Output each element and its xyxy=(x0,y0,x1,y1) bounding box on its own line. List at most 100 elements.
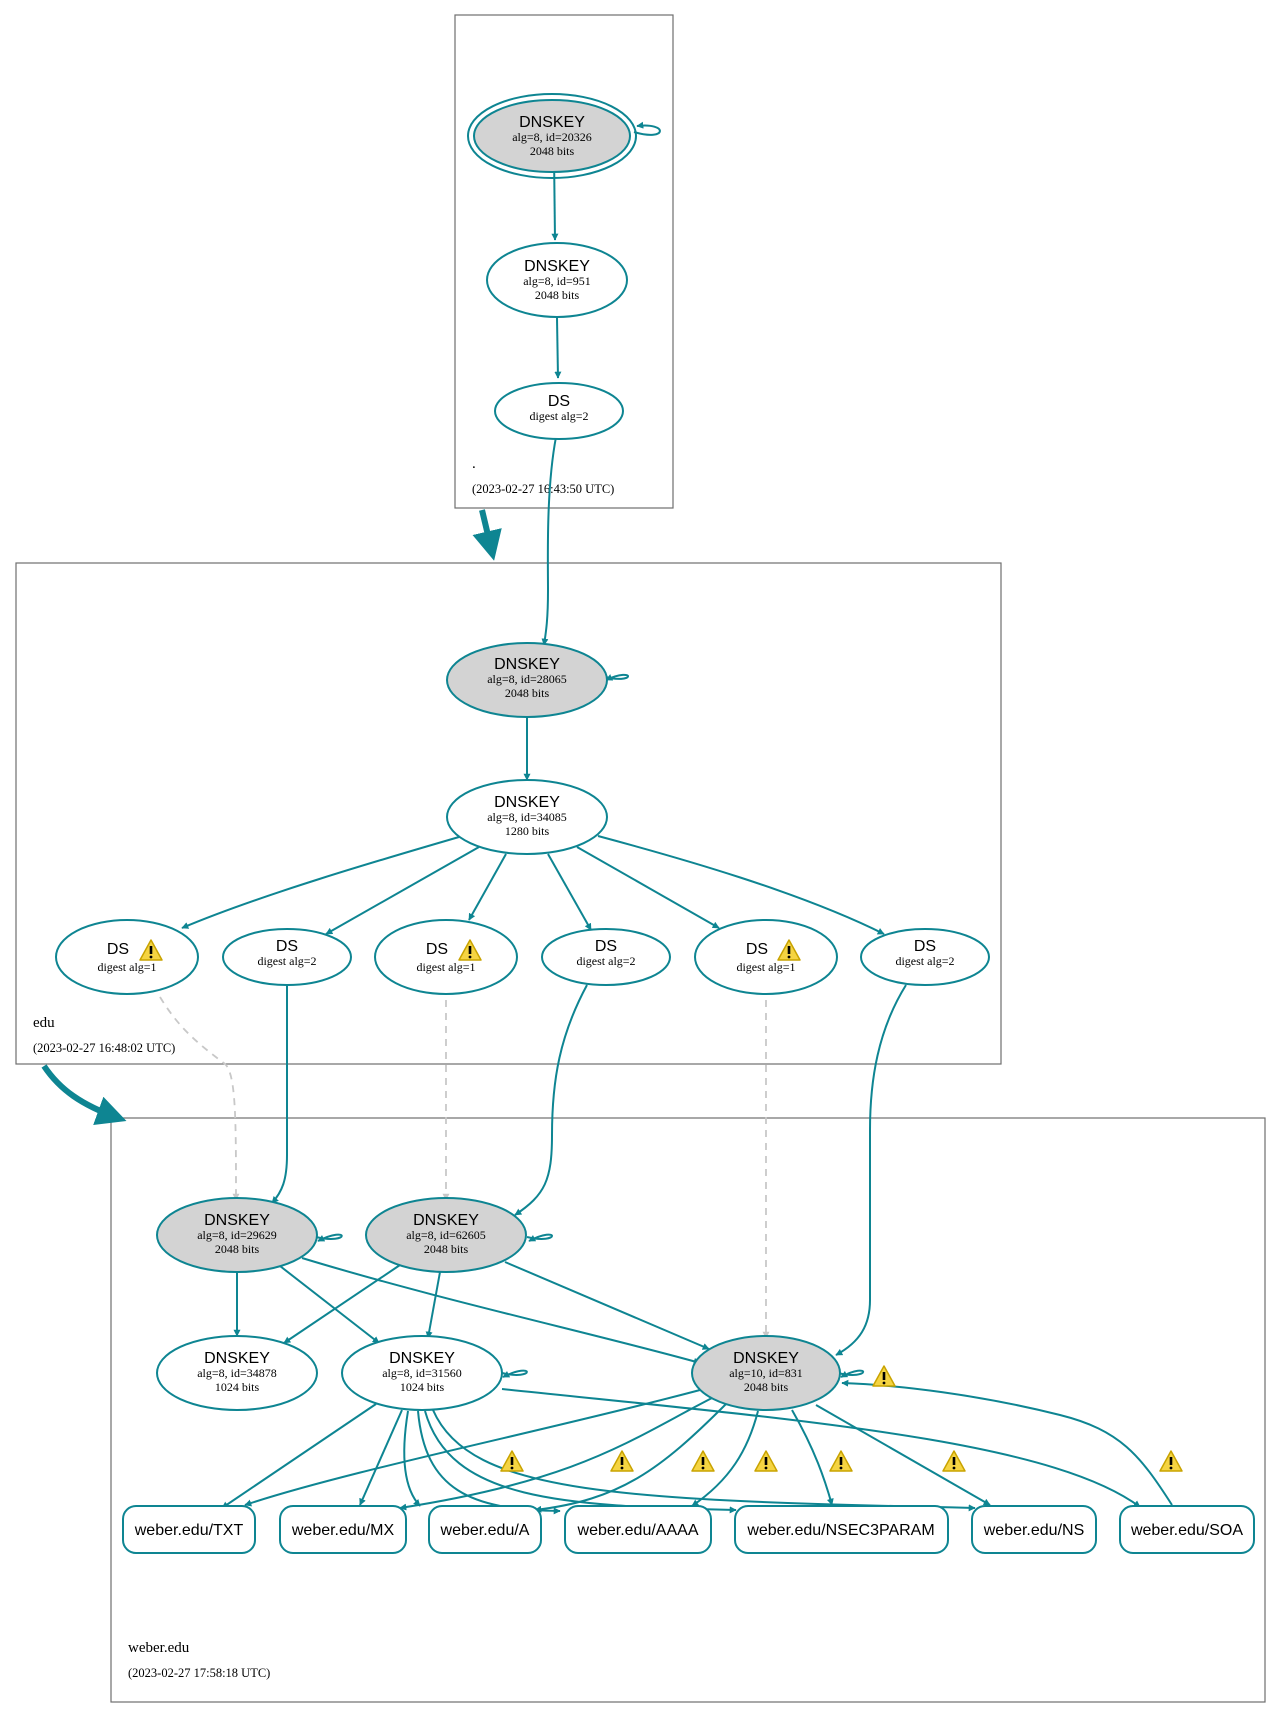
warning-icon[interactable] xyxy=(942,1450,966,1472)
dnskey-node-34085[interactable]: DNSKEY alg=8, id=34085 1280 bits xyxy=(446,779,608,855)
dnskey-node-831[interactable]: DNSKEY alg=10, id=831 2048 bits xyxy=(691,1335,841,1411)
rrset-soa[interactable]: weber.edu/SOA xyxy=(1119,1505,1255,1554)
edge-w-ksk2-zsk1 xyxy=(283,1264,401,1344)
edge-edu-ksk-self xyxy=(601,673,629,681)
node-alg-id: alg=8, id=20326 xyxy=(512,130,592,144)
dnskey-node-951[interactable]: DNSKEY alg=8, id=951 2048 bits xyxy=(486,242,628,318)
node-title: DS xyxy=(548,393,570,410)
edge-ksk3-aaaa xyxy=(691,1410,759,1507)
warning-icon[interactable] xyxy=(754,1450,778,1472)
dnskey-node-31560[interactable]: DNSKEY alg=8, id=31560 1024 bits xyxy=(341,1335,503,1411)
node-digest: digest alg=1 xyxy=(736,960,795,974)
warning-icon[interactable] xyxy=(829,1450,853,1472)
node-digest: digest alg=1 xyxy=(97,960,156,974)
node-title: DS xyxy=(276,938,298,955)
delegation-edu-weber xyxy=(41,1064,127,1125)
node-title: DNSKEY xyxy=(733,1350,799,1367)
dnskey-node-20326[interactable]: DNSKEY alg=8, id=20326 2048 bits xyxy=(467,93,637,179)
node-title: DS xyxy=(746,941,768,958)
rrset-label: weber.edu/A xyxy=(440,1522,530,1539)
zone-weber-border xyxy=(110,1117,1266,1703)
edge-edu-zsk-ds2 xyxy=(325,846,480,935)
dnskey-node-34878[interactable]: DNSKEY alg=8, id=34878 1024 bits xyxy=(156,1335,318,1411)
rrset-label: weber.edu/NS xyxy=(983,1522,1085,1539)
edge-w-ksk3-self xyxy=(837,1369,865,1378)
node-bits: 2048 bits xyxy=(215,1242,260,1256)
node-title: DNSKEY xyxy=(494,794,560,811)
node-bits: 2048 bits xyxy=(530,144,575,158)
dnskey-node-29629[interactable]: DNSKEY alg=8, id=29629 2048 bits xyxy=(156,1197,318,1273)
edge-w-ksk2-self xyxy=(526,1233,553,1242)
node-bits: 1280 bits xyxy=(505,824,550,838)
edge-w-ksk1-ksk3 xyxy=(301,1257,701,1365)
dnskey-node-62605[interactable]: DNSKEY alg=8, id=62605 2048 bits xyxy=(365,1197,527,1273)
rrset-aaaa[interactable]: weber.edu/AAAA xyxy=(564,1505,712,1554)
zone-edu-timestamp: (2023-02-27 16:48:02 UTC) xyxy=(33,1041,175,1055)
rrset-label: weber.edu/AAAA xyxy=(577,1522,699,1539)
edge-ksk3-nsec3param xyxy=(791,1409,834,1506)
ds-node-edu-4[interactable]: DS digest alg=2 xyxy=(541,928,671,986)
warning-icon[interactable] xyxy=(872,1365,896,1387)
node-digest: digest alg=2 xyxy=(576,954,635,968)
edge-ds2-w-ksk1 xyxy=(271,985,288,1204)
node-title: DS xyxy=(914,938,936,955)
edge-soa-ksk3 xyxy=(841,1379,1173,1506)
zone-edu-name: edu xyxy=(33,1015,55,1031)
edge-zsk2-soa xyxy=(501,1388,1141,1508)
edge-edu-zsk-ds4 xyxy=(547,853,592,931)
node-title: DNSKEY xyxy=(413,1212,479,1229)
zone-root-timestamp: (2023-02-27 16:43:50 UTC) xyxy=(472,482,614,496)
rrset-nsec3param[interactable]: weber.edu/NSEC3PARAM xyxy=(734,1505,949,1554)
rrset-ns[interactable]: weber.edu/NS xyxy=(971,1505,1097,1554)
warning-icon[interactable] xyxy=(610,1450,634,1472)
ds-node-edu-2[interactable]: DS digest alg=2 xyxy=(222,928,352,986)
warning-icon[interactable] xyxy=(691,1450,715,1472)
node-alg-id: alg=8, id=34878 xyxy=(197,1366,277,1380)
node-digest: digest alg=1 xyxy=(416,960,475,974)
zone-weber-name: weber.edu xyxy=(128,1640,190,1656)
rrset-mx[interactable]: weber.edu/MX xyxy=(279,1505,407,1554)
node-digest: digest alg=2 xyxy=(529,409,588,423)
warning-icon[interactable] xyxy=(500,1450,524,1472)
rrset-txt[interactable]: weber.edu/TXT xyxy=(122,1505,256,1554)
node-title: DNSKEY xyxy=(519,114,585,131)
ds-node-root[interactable]: DS digest alg=2 xyxy=(494,382,624,440)
ds-node-edu-3[interactable]: DS digest alg=1 xyxy=(374,919,518,995)
node-title: DNSKEY xyxy=(204,1350,270,1367)
zone-root-border xyxy=(454,14,674,509)
edge-w-ksk1-self xyxy=(315,1233,343,1242)
ds-node-edu-5[interactable]: DS digest alg=1 xyxy=(694,919,838,995)
node-bits: 2048 bits xyxy=(424,1242,469,1256)
ds-node-edu-6[interactable]: DS digest alg=2 xyxy=(860,928,990,986)
node-alg-id: alg=8, id=62605 xyxy=(406,1228,486,1242)
rrset-label: weber.edu/TXT xyxy=(134,1522,244,1539)
zone-root-name: . xyxy=(472,456,476,472)
zone-root: . (2023-02-27 16:43:50 UTC) xyxy=(454,14,674,509)
edge-zsk2-ns xyxy=(432,1409,976,1512)
node-alg-id: alg=8, id=28065 xyxy=(487,672,567,686)
dnskey-node-28065[interactable]: DNSKEY alg=8, id=28065 2048 bits xyxy=(446,642,608,718)
node-alg-id: alg=8, id=34085 xyxy=(487,810,567,824)
edge-root-ksk-self xyxy=(633,121,661,136)
node-title: DS xyxy=(426,941,448,958)
edge-zsk2-txt xyxy=(221,1403,377,1509)
warning-icon[interactable] xyxy=(1159,1450,1183,1472)
node-title: DNSKEY xyxy=(524,258,590,275)
edge-ksk3-a xyxy=(534,1403,727,1513)
edge-zsk2-mx xyxy=(359,1409,403,1506)
edge-zsk2-a xyxy=(403,1410,421,1507)
rrset-a[interactable]: weber.edu/A xyxy=(428,1505,542,1554)
edge-edu-zsk-ds1 xyxy=(181,836,460,929)
edge-w-zsk2-self xyxy=(501,1369,528,1378)
delegation-root-edu xyxy=(472,509,502,561)
edge-ksk3-ns xyxy=(815,1404,991,1506)
node-alg-id: alg=8, id=31560 xyxy=(382,1366,462,1380)
edge-ds4-w-ksk2 xyxy=(514,984,588,1216)
node-alg-id: alg=8, id=29629 xyxy=(197,1228,277,1242)
node-digest: digest alg=2 xyxy=(895,954,954,968)
ds-node-edu-1[interactable]: DS digest alg=1 xyxy=(55,919,199,995)
node-alg-id: alg=10, id=831 xyxy=(729,1366,803,1380)
edge-rootds-edu-ksk xyxy=(541,436,557,646)
node-title: DNSKEY xyxy=(494,656,560,673)
